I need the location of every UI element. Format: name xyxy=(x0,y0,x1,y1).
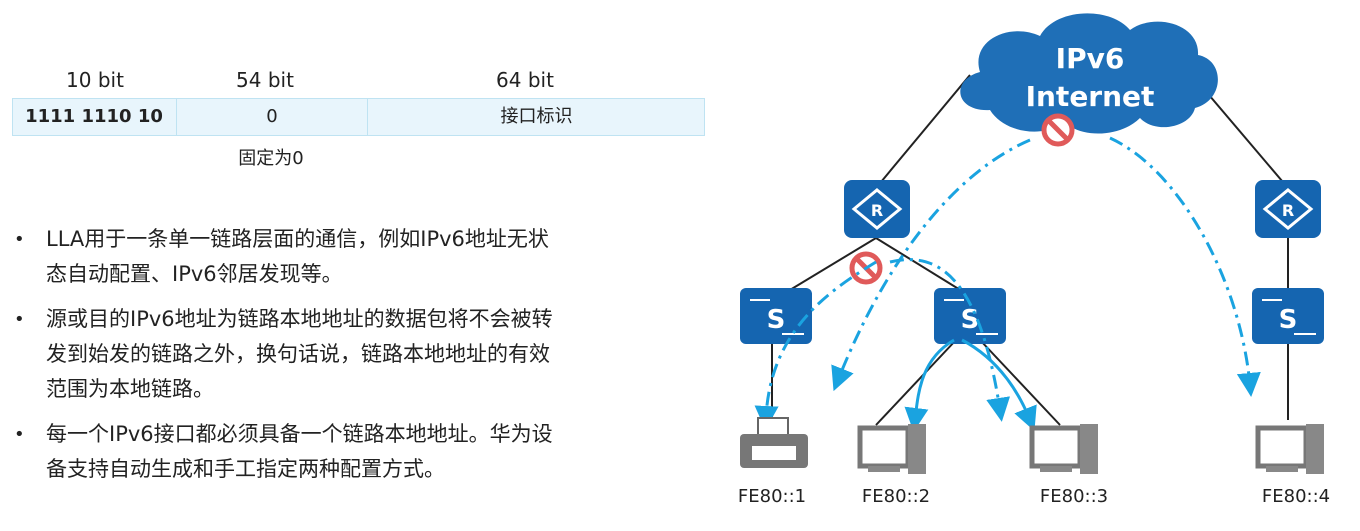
bullet-dot-icon: • xyxy=(14,229,25,250)
bullet-line: 每一个IPv6接口都必须具备一个链路本地地址。华为设 xyxy=(46,422,553,446)
network-diagram: IPv6 Internet R R S S S xyxy=(738,13,1330,507)
pc-icon xyxy=(1029,424,1098,474)
blocked-icon xyxy=(1041,113,1075,147)
lla-format-table: 1111 1110 10 0 接口标识 xyxy=(12,98,705,136)
cloud-line2: Internet xyxy=(1026,80,1155,113)
cloud-line1: IPv6 xyxy=(1056,42,1125,75)
pc-icon xyxy=(1255,424,1324,474)
bullet-item: • LLA用于一条单一链路层面的通信，例如IPv6地址无状 态自动配置、IPv6… xyxy=(12,222,672,292)
bullet-dot-icon: • xyxy=(14,424,25,445)
bullet-dot-icon: • xyxy=(14,309,25,330)
zero-field-cell: 0 xyxy=(176,99,367,135)
blocked-flows xyxy=(754,136,1261,430)
bullet-line: 备支持自动生成和手工指定两种配置方式。 xyxy=(46,457,445,481)
bit-label-54: 54 bit xyxy=(236,68,294,92)
printer-icon xyxy=(740,417,808,468)
bullet-item: • 每一个IPv6接口都必须具备一个链路本地地址。华为设 备支持自动生成和手工指… xyxy=(12,417,672,487)
fixed-zero-note: 固定为0 xyxy=(238,148,304,169)
router-right-icon: R xyxy=(1255,180,1321,238)
host-label: FE80::4 xyxy=(1262,486,1330,507)
switch-glyph: S xyxy=(1279,305,1298,335)
bullet-list: • LLA用于一条单一链路层面的通信，例如IPv6地址无状 态自动配置、IPv6… xyxy=(12,222,672,497)
interface-id-cell: 接口标识 xyxy=(367,99,705,135)
host-label: FE80::3 xyxy=(1040,486,1108,507)
switch-glyph: S xyxy=(767,305,786,335)
local-link-flows xyxy=(889,258,1037,432)
ipv6-internet-cloud: IPv6 Internet xyxy=(960,13,1218,134)
router-left-icon: R xyxy=(844,180,910,238)
switch-right-icon: S xyxy=(1252,288,1324,344)
bit-label-10: 10 bit xyxy=(66,68,124,92)
pc-icon xyxy=(857,424,926,474)
bullet-line: 态自动配置、IPv6邻居发现等。 xyxy=(46,262,343,286)
bullet-line: 范围为本地链路。 xyxy=(46,377,214,401)
router-glyph: R xyxy=(1282,201,1294,220)
switch-middle-icon: S xyxy=(934,288,1006,344)
switch-left-icon: S xyxy=(740,288,812,344)
host-label: FE80::1 xyxy=(738,486,806,507)
router-glyph: R xyxy=(871,201,883,220)
lla-prefix-cell: 1111 1110 10 xyxy=(25,106,163,127)
host-label: FE80::2 xyxy=(862,486,930,507)
bullet-line: LLA用于一条单一链路层面的通信，例如IPv6地址无状 xyxy=(46,227,549,251)
bullet-line: 源或目的IPv6地址为链路本地地址的数据包将不会被转 xyxy=(46,307,553,331)
bit-label-64: 64 bit xyxy=(496,68,554,92)
bullet-item: • 源或目的IPv6地址为链路本地地址的数据包将不会被转 发到始发的链路之外，换… xyxy=(12,302,672,407)
bullet-line: 发到始发的链路之外，换句话说，链路本地地址的有效 xyxy=(46,342,550,366)
